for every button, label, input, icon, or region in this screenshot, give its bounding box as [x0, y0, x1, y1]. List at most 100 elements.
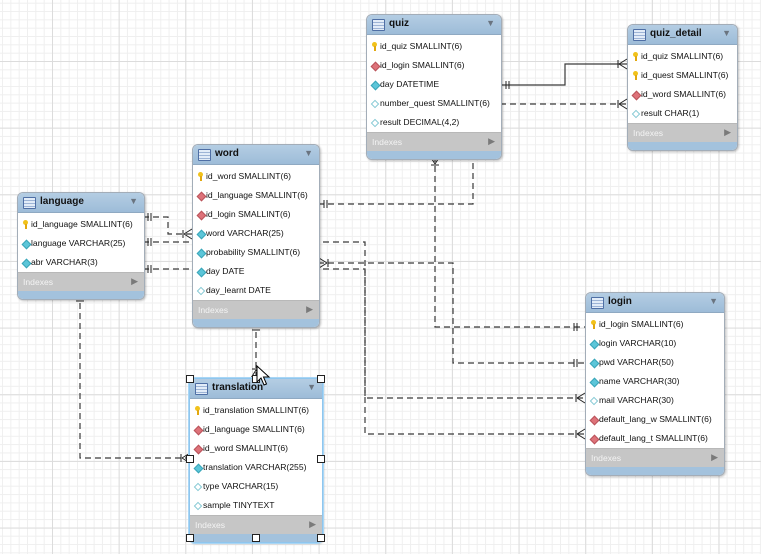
not-null-column-icon [197, 268, 204, 275]
relationship-quiz-login[interactable] [434, 156, 585, 328]
table-header[interactable]: login ▼ [586, 293, 724, 313]
table-translation[interactable]: translation ▼ id_translation SMALLINT(6)… [188, 377, 324, 544]
column-row[interactable]: default_lang_w SMALLINT(6) [586, 410, 724, 429]
collapse-toggle-icon[interactable]: ▼ [304, 148, 313, 158]
column-row[interactable]: result DECIMAL(4,2) [367, 113, 501, 132]
table-header[interactable]: word ▼ [193, 145, 319, 165]
column-row[interactable]: day_learnt DATE [193, 281, 319, 300]
column-label: id_login SMALLINT(6) [206, 209, 291, 219]
collapse-toggle-icon[interactable]: ▼ [486, 18, 495, 28]
resize-handle-bottom-left[interactable] [186, 534, 194, 542]
many-marker [575, 392, 586, 404]
table-footer [586, 467, 724, 475]
column-label: id_language SMALLINT(6) [203, 424, 305, 434]
indexes-section[interactable]: Indexes ▶ [367, 132, 501, 151]
column-label: translation VARCHAR(255) [203, 462, 307, 472]
expand-icon[interactable]: ▶ [724, 127, 731, 137]
relationship-language-translation[interactable] [79, 293, 190, 459]
indexes-label: Indexes [591, 453, 622, 463]
column-row[interactable]: id_language SMALLINT(6) [18, 215, 144, 234]
column-row[interactable]: name VARCHAR(30) [586, 372, 724, 391]
column-row[interactable]: id_translation SMALLINT(6) [190, 401, 322, 420]
column-row[interactable]: id_word SMALLINT(6) [193, 167, 319, 186]
column-row[interactable]: type VARCHAR(15) [190, 477, 322, 496]
expand-icon[interactable]: ▶ [711, 452, 718, 462]
column-row[interactable]: login VARCHAR(10) [586, 334, 724, 353]
table-icon [372, 19, 385, 31]
resize-handle-top-right[interactable] [317, 375, 325, 383]
table-icon [198, 149, 211, 161]
relationship-language-word[interactable] [143, 216, 192, 235]
column-row[interactable]: id_login SMALLINT(6) [193, 205, 319, 224]
collapse-toggle-icon[interactable]: ▼ [307, 382, 316, 392]
resize-handle-left[interactable] [186, 455, 194, 463]
column-row[interactable]: id_word SMALLINT(6) [190, 439, 322, 458]
column-row[interactable]: number_quest SMALLINT(6) [367, 94, 501, 113]
indexes-section[interactable]: Indexes ▶ [628, 123, 737, 142]
indexes-label: Indexes [372, 137, 403, 147]
foreign-key-icon [371, 62, 378, 69]
many-marker [617, 98, 628, 110]
column-row[interactable]: id_login SMALLINT(6) [367, 56, 501, 75]
relationship-word-quiz[interactable] [318, 156, 474, 205]
column-row[interactable]: language VARCHAR(25) [18, 234, 144, 253]
resize-handle-top-left[interactable] [186, 375, 194, 383]
column-label: id_word SMALLINT(6) [641, 89, 727, 99]
relationship-word-login[interactable] [318, 262, 585, 364]
column-row[interactable]: id_quiz SMALLINT(6) [367, 37, 501, 56]
expand-icon[interactable]: ▶ [488, 136, 495, 146]
primary-key-icon [590, 320, 597, 329]
indexes-section[interactable]: Indexes ▶ [586, 448, 724, 467]
table-header[interactable]: language ▼ [18, 193, 144, 213]
indexes-section[interactable]: Indexes ▶ [190, 515, 322, 534]
not-null-column-icon [194, 464, 201, 471]
relationship-quiz-quiz-detail-identifying[interactable] [500, 63, 627, 86]
column-row[interactable]: day DATETIME [367, 75, 501, 94]
column-row[interactable]: mail VARCHAR(30) [586, 391, 724, 410]
column-row[interactable]: word VARCHAR(25) [193, 224, 319, 243]
indexes-section[interactable]: Indexes ▶ [193, 300, 319, 319]
column-row[interactable]: abr VARCHAR(3) [18, 253, 144, 272]
column-row[interactable]: day DATE [193, 262, 319, 281]
nullable-column-icon [371, 119, 378, 126]
column-row[interactable]: id_login SMALLINT(6) [586, 315, 724, 334]
column-row[interactable]: default_lang_t SMALLINT(6) [586, 429, 724, 448]
table-icon [23, 197, 36, 209]
nullable-column-icon [371, 100, 378, 107]
column-row[interactable]: probability SMALLINT(6) [193, 243, 319, 262]
collapse-toggle-icon[interactable]: ▼ [722, 28, 731, 38]
resize-handle-right[interactable] [317, 455, 325, 463]
not-null-column-icon [590, 378, 597, 385]
table-header[interactable]: translation ▼ [190, 379, 322, 399]
collapse-toggle-icon[interactable]: ▼ [709, 296, 718, 306]
expand-icon[interactable]: ▶ [306, 304, 313, 314]
table-language[interactable]: language ▼ id_language SMALLINT(6) langu… [17, 192, 145, 300]
expand-icon[interactable]: ▶ [131, 276, 138, 286]
expand-icon[interactable]: ▶ [309, 519, 316, 529]
indexes-section[interactable]: Indexes ▶ [18, 272, 144, 291]
column-row[interactable]: id_quiz SMALLINT(6) [628, 47, 737, 66]
resize-handle-bottom[interactable] [252, 534, 260, 542]
column-row[interactable]: id_word SMALLINT(6) [628, 85, 737, 104]
table-quiz-detail[interactable]: quiz_detail ▼ id_quiz SMALLINT(6) id_que… [627, 24, 738, 151]
table-quiz[interactable]: quiz ▼ id_quiz SMALLINT(6) id_login SMAL… [366, 14, 502, 160]
indexes-label: Indexes [195, 520, 226, 530]
table-title: translation [212, 382, 264, 393]
column-row[interactable]: sample TINYTEXT [190, 496, 322, 515]
collapse-toggle-icon[interactable]: ▼ [129, 196, 138, 206]
column-row[interactable]: translation VARCHAR(255) [190, 458, 322, 477]
not-null-column-icon [371, 81, 378, 88]
resize-handle-bottom-right[interactable] [317, 534, 325, 542]
column-row[interactable]: result CHAR(1) [628, 104, 737, 123]
column-label: type VARCHAR(15) [203, 481, 279, 491]
column-row[interactable]: id_language SMALLINT(6) [193, 186, 319, 205]
column-row[interactable]: pwd VARCHAR(50) [586, 353, 724, 372]
table-header[interactable]: quiz_detail ▼ [628, 25, 737, 45]
table-header[interactable]: quiz ▼ [367, 15, 501, 35]
table-word[interactable]: word ▼ id_word SMALLINT(6) id_language S… [192, 144, 320, 328]
column-row[interactable]: id_quest SMALLINT(6) [628, 66, 737, 85]
not-null-column-icon [22, 259, 29, 266]
column-row[interactable]: id_language SMALLINT(6) [190, 420, 322, 439]
table-login[interactable]: login ▼ id_login SMALLINT(6) login VARCH… [585, 292, 725, 476]
